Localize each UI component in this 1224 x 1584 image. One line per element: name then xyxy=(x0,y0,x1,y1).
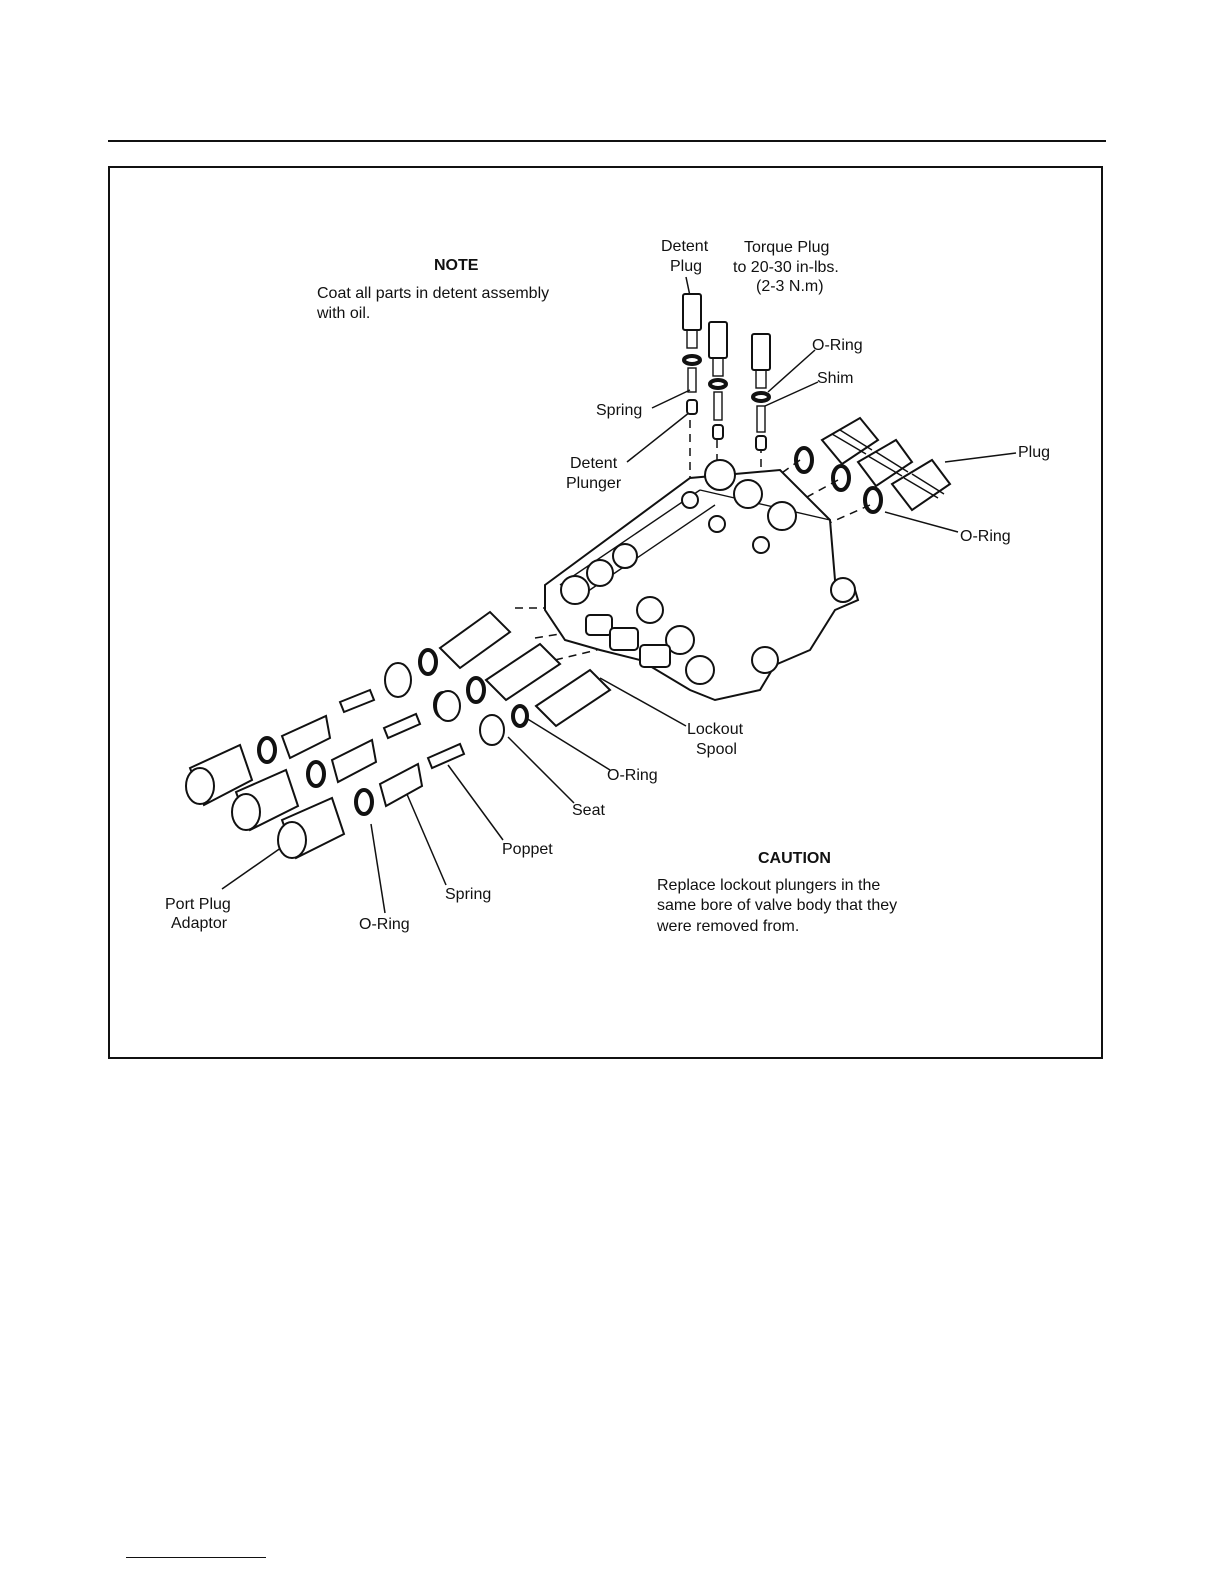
note-line-2: with oil. xyxy=(316,305,370,322)
label-shim: Shim xyxy=(817,370,853,387)
label-torque-plug-1: Torque Plug xyxy=(744,239,829,256)
row-2-parts xyxy=(231,642,562,832)
note-line-1: Coat all parts in detent assembly xyxy=(317,285,549,302)
caution-block: CAUTION Replace lockout plungers in the … xyxy=(656,850,897,935)
label-port-plug-1: Port Plug xyxy=(165,896,231,913)
label-torque-plug-2: to 20-30 in-lbs. xyxy=(733,259,839,276)
detent-assembly-2 xyxy=(708,321,728,440)
detent-assembly-1 xyxy=(682,293,702,415)
top-rule xyxy=(108,140,1106,142)
note-heading: NOTE xyxy=(434,257,479,274)
label-lockout-spool-1: Lockout xyxy=(687,721,744,738)
bottom-rule xyxy=(126,1557,266,1558)
label-o-ring-top: O-Ring xyxy=(812,337,863,354)
leader-lines xyxy=(221,276,1017,914)
figure-frame xyxy=(108,166,1103,1059)
caution-heading: CAUTION xyxy=(758,850,831,867)
row-1-parts xyxy=(185,610,512,807)
caution-line-1: Replace lockout plungers in the xyxy=(657,877,880,894)
label-detent-plug-2: Plug xyxy=(670,258,702,275)
label-spring-bottom: Spring xyxy=(445,886,491,903)
valve-body xyxy=(544,459,860,702)
label-spring-top: Spring xyxy=(596,402,642,419)
label-detent-plunger-2: Plunger xyxy=(566,475,622,492)
label-torque-plug-3: (2-3 N.m) xyxy=(756,278,824,295)
label-lockout-spool-2: Spool xyxy=(696,741,737,758)
label-poppet: Poppet xyxy=(502,841,553,858)
label-seat: Seat xyxy=(572,802,605,819)
caution-line-2: same bore of valve body that they xyxy=(657,897,897,914)
note-block: NOTE Coat all parts in detent assembly w… xyxy=(316,257,549,322)
label-detent-plug-1: Detent xyxy=(661,238,709,255)
label-o-ring-right: O-Ring xyxy=(960,528,1011,545)
detent-assembly-3 xyxy=(751,333,771,451)
row-3-parts xyxy=(277,668,612,860)
caution-line-3: were removed from. xyxy=(656,918,799,935)
label-o-ring-bottom: O-Ring xyxy=(359,916,410,933)
label-port-plug-2: Adaptor xyxy=(171,915,228,932)
label-plug: Plug xyxy=(1018,444,1050,461)
right-plugs xyxy=(794,416,952,514)
label-o-ring-mid: O-Ring xyxy=(607,767,658,784)
label-detent-plunger-1: Detent xyxy=(570,455,618,472)
